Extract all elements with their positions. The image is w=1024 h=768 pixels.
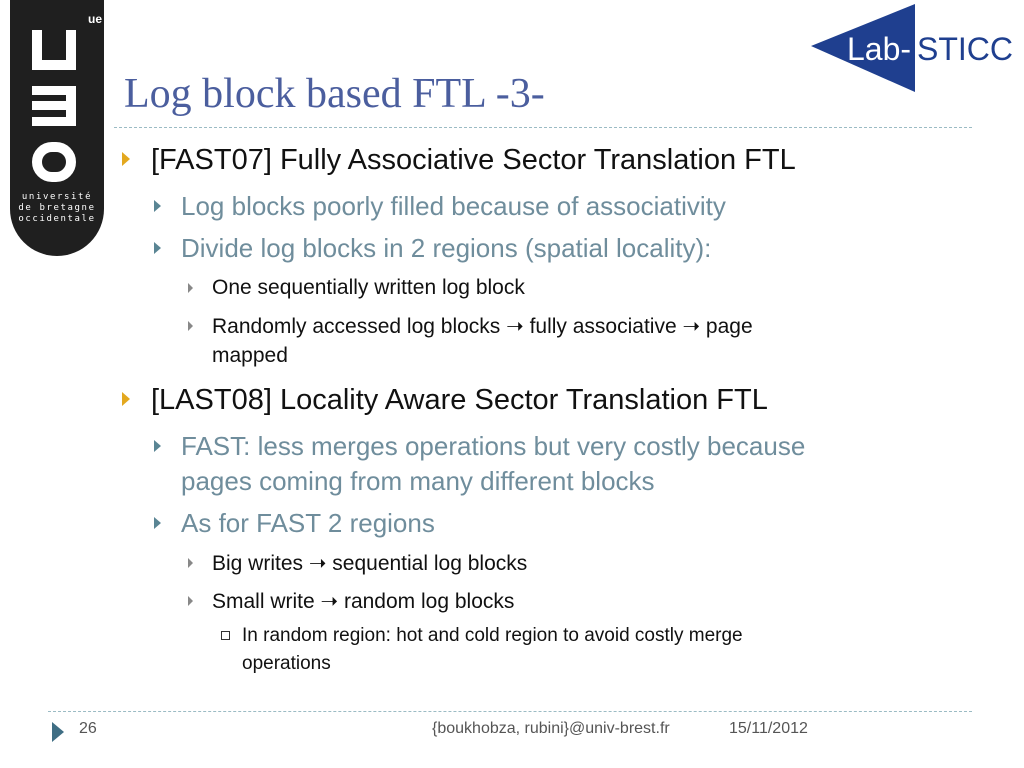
bullet-text: Log blocks poorly filled because of asso… — [181, 191, 726, 221]
bullet-arrow-icon — [188, 283, 193, 293]
title-divider — [114, 127, 972, 128]
bullet-last-sub2-item2-sub-cont: operations — [242, 653, 331, 675]
bullet-text: Divide log blocks in 2 regions (spatial … — [181, 233, 712, 263]
footer-authors: {boukhobza, rubini}@univ-brest.fr — [432, 720, 670, 737]
bullet-text: operations — [242, 653, 331, 674]
bullet-arrow-icon — [188, 596, 193, 606]
ueb-badge: ue — [88, 12, 103, 26]
ubo-text-line2: de bretagne — [18, 203, 96, 213]
bullet-text: [LAST08] Locality Aware Sector Translati… — [151, 384, 768, 416]
page-number: 26 — [79, 720, 97, 737]
bullet-text: Big writes ➝ sequential log blocks — [212, 552, 528, 575]
bullet-fast-sub1: Log blocks poorly filled because of asso… — [154, 191, 726, 222]
square-bullet-icon — [221, 631, 230, 640]
bullet-last-sub2-item2-sub: In random region: hot and cold region to… — [221, 625, 743, 647]
bullet-last-heading: [LAST08] Locality Aware Sector Translati… — [122, 384, 768, 417]
bullet-fast-sub2-item2: Randomly accessed log blocks ➝ fully ass… — [188, 314, 753, 339]
bullet-fast-sub2: Divide log blocks in 2 regions (spatial … — [154, 233, 712, 264]
ubo-letter-b-icon — [32, 86, 76, 126]
bullet-arrow-icon — [154, 517, 161, 529]
bullet-text: In random region: hot and cold region to… — [242, 625, 743, 646]
bullet-last-sub2: As for FAST 2 regions — [154, 508, 435, 539]
bullet-text: [FAST07] Fully Associative Sector Transl… — [151, 144, 796, 176]
bullet-fast-sub2-item2-cont: mapped — [212, 344, 288, 368]
ubo-text-line3: occidentale — [18, 214, 96, 224]
bullet-arrow-icon — [188, 321, 193, 331]
bullet-arrow-icon — [154, 242, 161, 254]
bullet-text: mapped — [212, 344, 288, 367]
bullet-last-sub1: FAST: less merges operations but very co… — [154, 431, 806, 462]
bullet-fast-heading: [FAST07] Fully Associative Sector Transl… — [122, 144, 796, 177]
bullet-fast-sub2-item1: One sequentially written log block — [188, 276, 525, 300]
bullet-last-sub2-item2: Small write ➝ random log blocks — [188, 589, 515, 614]
footer-date: 15/11/2012 — [729, 720, 808, 737]
bullet-arrow-icon — [154, 200, 161, 212]
bullet-arrow-icon — [154, 440, 161, 452]
bullet-arrow-icon — [122, 392, 130, 406]
ubo-letter-u-icon — [32, 30, 76, 70]
ubo-letter-o-icon — [32, 142, 76, 182]
bullet-arrow-icon — [188, 558, 193, 568]
bullet-text: pages coming from many different blocks — [181, 466, 655, 496]
bullet-text: One sequentially written log block — [212, 276, 525, 299]
bullet-text: Small write ➝ random log blocks — [212, 590, 515, 613]
bullet-last-sub1-cont: pages coming from many different blocks — [181, 466, 655, 497]
footer-arrow-icon — [52, 722, 64, 742]
bullet-text: FAST: less merges operations but very co… — [181, 431, 806, 461]
bullet-last-sub2-item1: Big writes ➝ sequential log blocks — [188, 551, 528, 576]
bullet-arrow-icon — [122, 152, 130, 166]
bullet-text: Randomly accessed log blocks ➝ fully ass… — [212, 315, 753, 338]
page-title: Log block based FTL -3- — [124, 71, 545, 117]
ubo-logo: ue université de bretagne occidentale — [10, 0, 104, 256]
footer-divider — [48, 711, 972, 712]
bullet-text: As for FAST 2 regions — [181, 508, 435, 538]
lab-sticc-sticc-text: STICC — [917, 31, 1013, 67]
lab-sticc-logo: Lab- STICC — [811, 4, 1013, 92]
lab-sticc-lab-text: Lab- — [847, 31, 911, 67]
ubo-text-line1: université — [21, 192, 93, 202]
